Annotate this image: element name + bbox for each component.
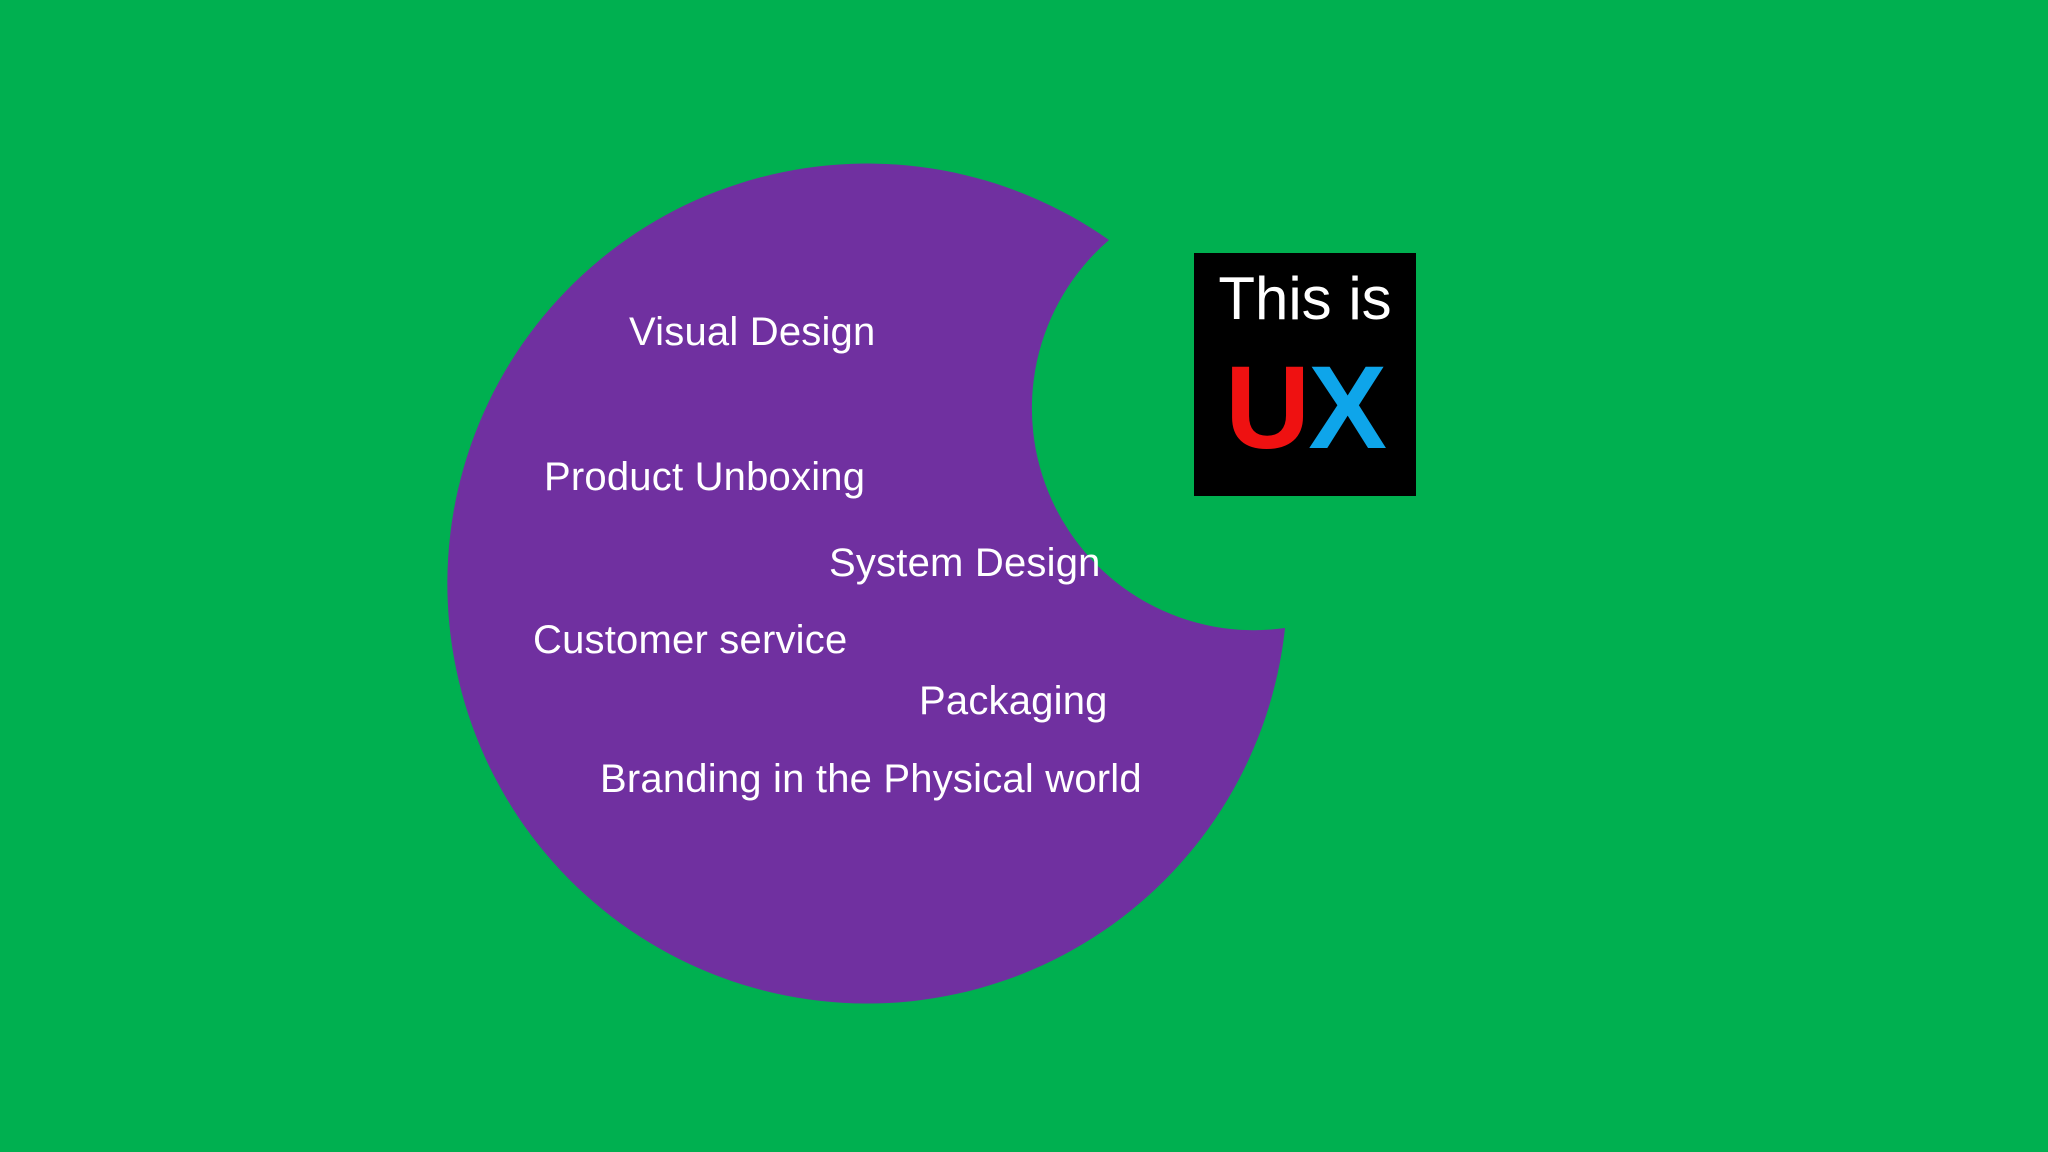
item-visual-design: Visual Design: [629, 310, 876, 354]
item-customer-service: Customer service: [533, 618, 848, 662]
ux-letter-x: X: [1308, 342, 1387, 474]
item-system-design: System Design: [829, 541, 1101, 585]
item-packaging: Packaging: [919, 679, 1108, 723]
badge-ux-text: UX: [1194, 349, 1416, 467]
this-is-ux-badge: This is UX: [1194, 253, 1416, 496]
item-branding-physical-world: Branding in the Physical world: [600, 757, 1142, 801]
purple-bite-shape: [447, 163, 1285, 1004]
ux-letter-u: U: [1225, 342, 1310, 474]
badge-top-text: This is: [1218, 265, 1392, 332]
item-product-unboxing: Product Unboxing: [544, 455, 866, 499]
